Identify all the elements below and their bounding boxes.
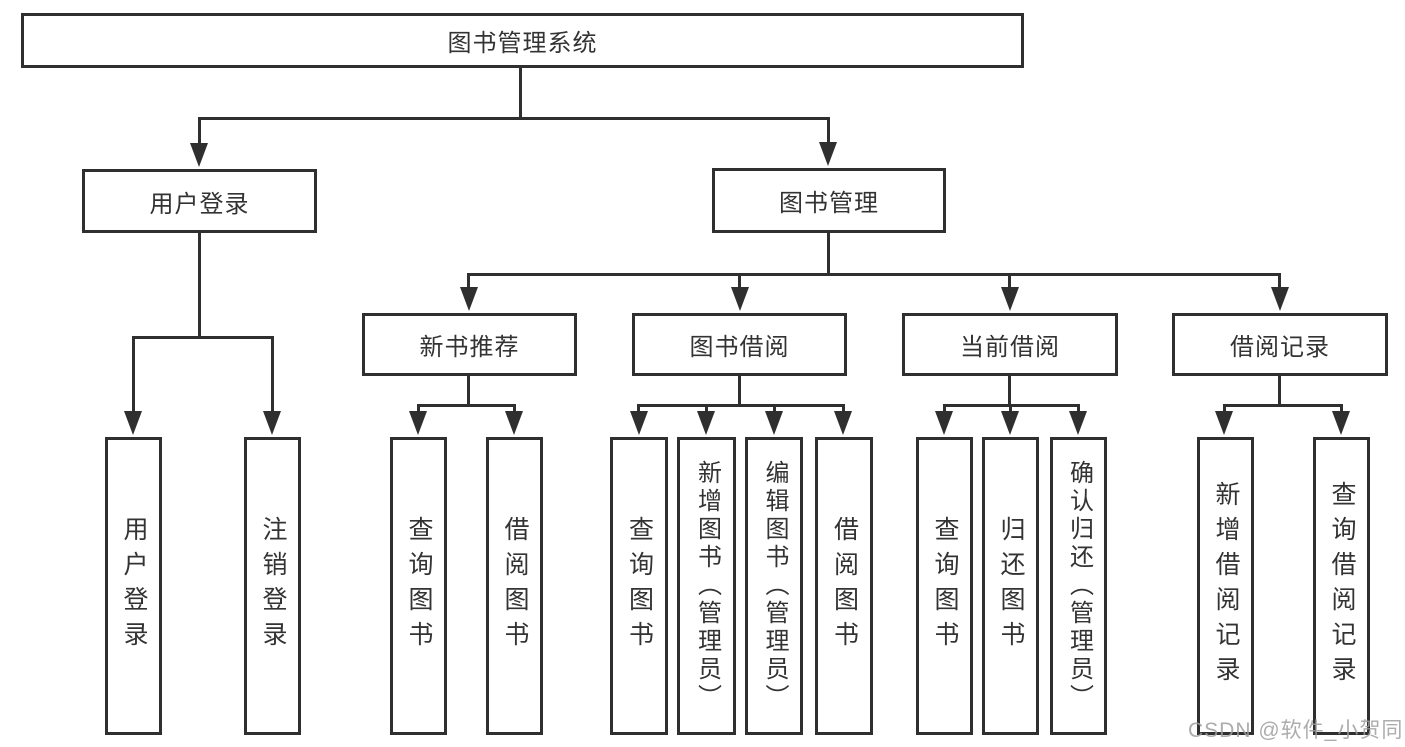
connector-line [1340,404,1343,414]
leaf-records-add-record: 新增借阅记录 [1197,437,1254,735]
arrow-down-icon [935,411,953,435]
arrow-down-icon [1271,287,1289,311]
connector-line [1223,404,1226,414]
node-book-management: 图书管理 [712,168,946,233]
leaf-current-return-books: 归还图书 [982,437,1039,735]
node-book-borrowing: 图书借阅 [632,313,847,376]
connector-line [1008,376,1011,407]
arrow-down-icon [505,411,523,435]
arrow-down-icon [834,411,852,435]
arrow-down-icon [1069,411,1087,435]
node-new-book-recommend: 新书推荐 [362,313,577,376]
connector-line [467,376,470,407]
leaf-borrow-borrow-books: 借阅图书 [815,437,873,735]
connector-line [637,404,640,414]
node-root-system: 图书管理系统 [21,13,1024,68]
leaf-newbook-query-books: 查询图书 [390,437,447,735]
connector-line [132,336,135,414]
connector-line [773,404,776,414]
leaf-current-confirm-return-admin: 确认归还（管理员） [1050,437,1107,735]
connector-line [1009,404,1012,414]
watermark: CSDN @软件_小贺同学 [1188,719,1404,742]
arrow-down-icon [1215,411,1233,435]
connector-line [519,68,522,120]
connector-line [738,273,741,290]
leaf-records-query-record: 查询借阅记录 [1313,437,1370,735]
connector-line [738,376,741,407]
connector-line [1008,273,1011,290]
connector-line [1278,273,1281,290]
leaf-borrow-add-books-admin: 新增图书（管理员） [677,437,736,735]
connector-line [827,117,830,144]
arrow-down-icon [1001,411,1019,435]
arrow-down-icon [124,411,142,435]
arrow-down-icon [630,411,648,435]
connector-line [198,117,201,145]
connector-line [271,336,274,414]
connector-line [417,404,420,414]
arrow-down-icon [1332,411,1350,435]
connector-line [1223,404,1343,407]
connector-line [132,336,274,339]
arrow-down-icon [765,411,783,435]
arrow-down-icon [263,411,281,435]
connector-line [1077,404,1080,414]
connector-line [198,233,201,338]
leaf-current-query-books: 查询图书 [916,437,973,735]
connector-line [705,404,708,414]
arrow-down-icon [460,287,478,311]
arrow-down-icon [697,411,715,435]
arrow-down-icon [1001,287,1019,311]
arrow-down-icon [409,411,427,435]
arrow-down-icon [819,142,837,166]
leaf-newbook-borrow-books: 借阅图书 [486,437,543,735]
connector-line [827,233,830,276]
arrow-down-icon [731,287,749,311]
leaf-user-login: 用户登录 [105,437,162,735]
connector-line [198,117,830,120]
connector-line [842,404,845,414]
node-borrowing-records: 借阅记录 [1172,313,1388,376]
connector-line [943,404,946,414]
connector-line [417,404,516,407]
node-user-login: 用户登录 [82,169,317,233]
leaf-logout: 注销登录 [244,437,301,735]
leaf-borrow-query-books: 查询图书 [610,437,668,735]
connector-line [467,273,470,290]
connector-line [637,404,845,407]
connector-line [1278,376,1281,407]
connector-line [513,404,516,414]
arrow-down-icon [190,143,208,167]
leaf-borrow-edit-books-admin: 编辑图书（管理员） [745,437,803,735]
connector-line [467,273,1281,276]
node-current-borrowing: 当前借阅 [902,313,1118,376]
